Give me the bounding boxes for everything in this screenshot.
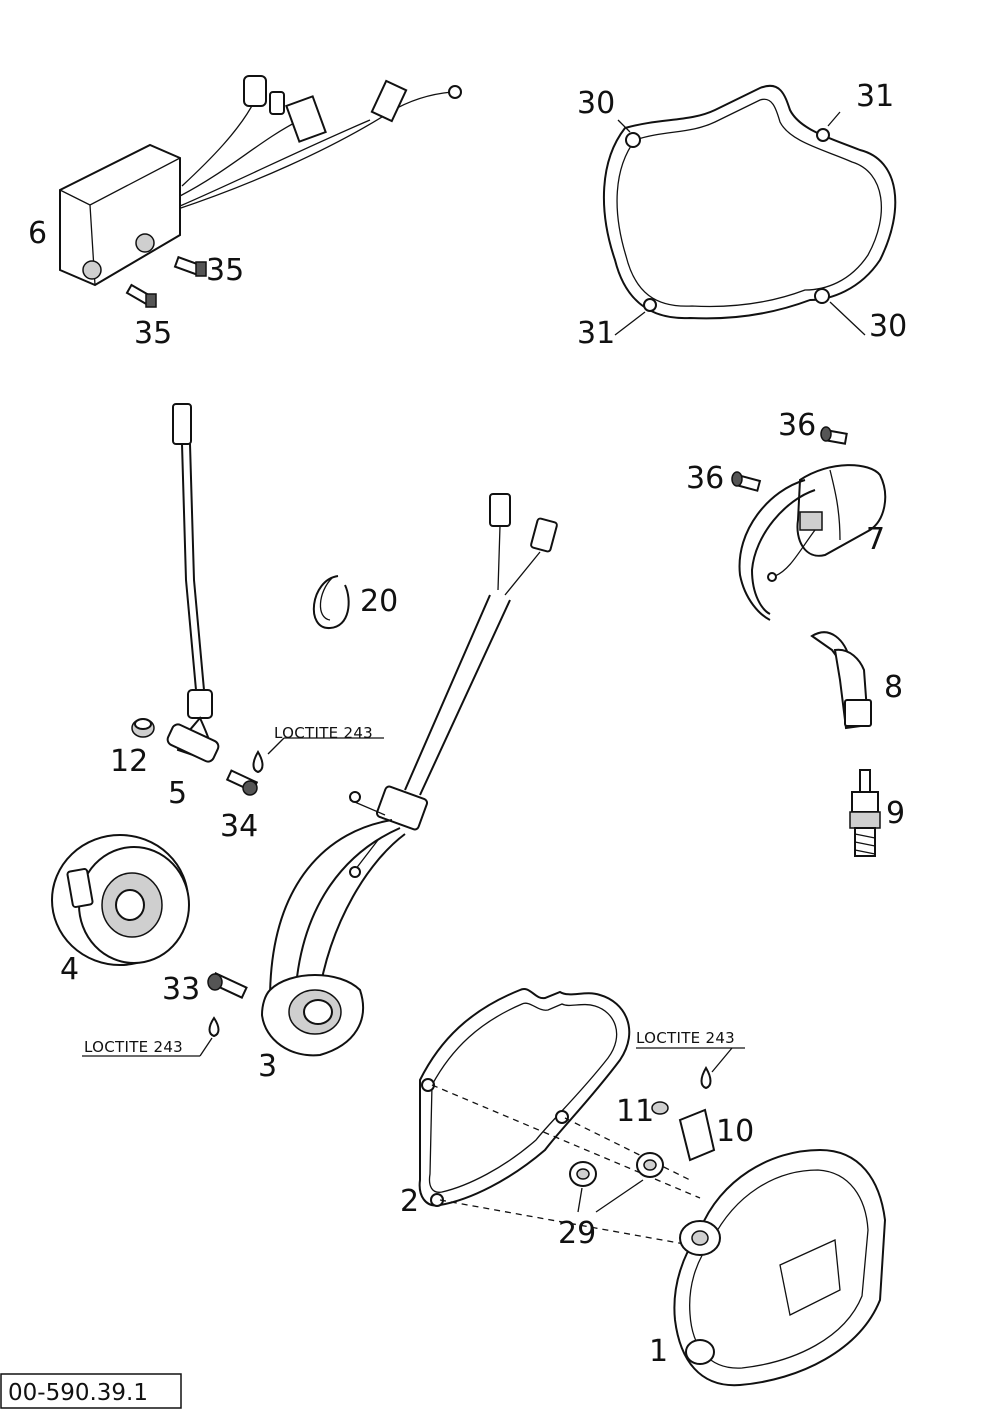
label-part-30-top: 30 [577, 86, 615, 121]
cover-gasket-top [602, 84, 897, 320]
label-part-34: 34 [220, 809, 258, 844]
label-part-35-bottom: 35 [134, 316, 172, 351]
label-part-30-bottom: 30 [869, 309, 907, 344]
label-part-8: 8 [884, 670, 903, 705]
drawing-code-box: 00-590.39.1 [0, 1373, 182, 1409]
cdi-unit [59, 75, 462, 287]
loctite-drop-11 [700, 1066, 712, 1090]
spark-plug [849, 769, 881, 857]
stator [260, 493, 558, 1057]
label-part-6: 6 [28, 216, 47, 251]
label-part-5: 5 [168, 776, 187, 811]
nut-12 [131, 718, 155, 738]
loctite-note-33: LOCTITE 243 [84, 1038, 183, 1056]
label-part-31-top: 31 [856, 79, 894, 114]
spark-plug-cap [810, 631, 872, 730]
loctite-drop-33 [208, 1016, 220, 1038]
label-part-2: 2 [400, 1184, 419, 1219]
clip-10 [678, 1108, 716, 1162]
label-part-31-bottom: 31 [577, 316, 615, 351]
generator-cover [673, 1148, 887, 1387]
label-part-35-right: 35 [206, 253, 244, 288]
loctite-note-11: LOCTITE 243 [636, 1029, 735, 1047]
loctite-note-34: LOCTITE 243 [274, 724, 373, 742]
drawing-code: 00-590.39.1 [8, 1380, 148, 1406]
label-part-1: 1 [649, 1334, 668, 1369]
label-part-12: 12 [110, 744, 148, 779]
screw-34 [225, 769, 259, 796]
screw-11 [651, 1101, 669, 1115]
cable-clamp-20 [312, 575, 350, 630]
screw-36-mid [731, 471, 762, 492]
label-part-11: 11 [616, 1094, 654, 1129]
screw-35-right [173, 255, 207, 277]
label-part-9: 9 [886, 796, 905, 831]
screw-36-top [820, 426, 848, 445]
label-part-3: 3 [258, 1049, 277, 1084]
dowel-sleeve-right [636, 1152, 664, 1178]
screw-35-bottom [125, 283, 157, 308]
label-part-7: 7 [866, 522, 885, 557]
loctite-drop-34 [252, 750, 264, 774]
label-part-36-mid: 36 [686, 461, 724, 496]
label-part-10: 10 [716, 1114, 754, 1149]
label-part-29: 29 [558, 1216, 596, 1251]
label-part-20: 20 [360, 584, 398, 619]
ignition-coil [738, 464, 887, 621]
pulse-generator [166, 403, 220, 763]
label-part-36-top: 36 [778, 408, 816, 443]
cover-gasket-bottom [418, 987, 631, 1207]
flywheel [51, 834, 190, 966]
screw-33 [207, 971, 248, 999]
dowel-sleeve-left [569, 1161, 597, 1187]
label-part-4: 4 [60, 952, 79, 987]
label-part-33: 33 [162, 972, 200, 1007]
